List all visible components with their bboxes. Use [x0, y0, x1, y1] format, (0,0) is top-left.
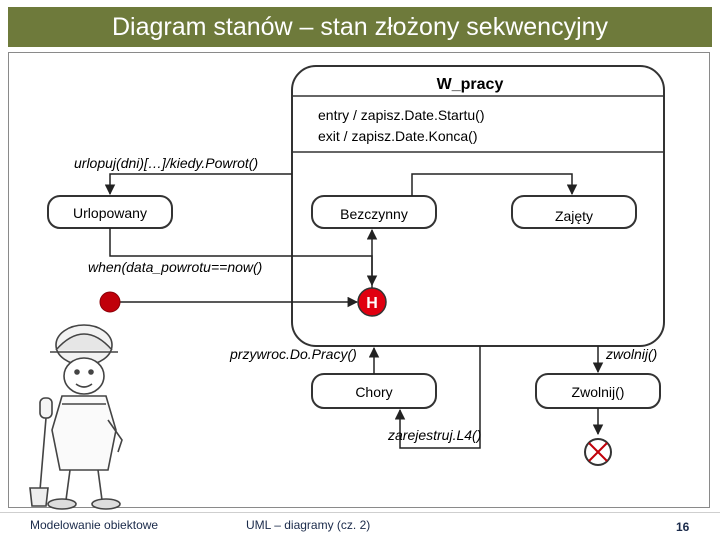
transition-urlopuj-line	[104, 173, 292, 196]
transition-przywroc-label: przywroc.Do.Pracy()	[229, 346, 357, 362]
state-zajety	[511, 195, 637, 229]
footer-center: UML – diagramy (cz. 2)	[246, 518, 371, 532]
state-bezczynny-label: Bezczynny	[340, 206, 408, 222]
initial-state	[99, 291, 121, 313]
transition-when-label: when(data_powrotu==now()	[88, 259, 262, 275]
transition-bezczynny-zajety	[411, 173, 578, 196]
history-state-label: H	[366, 295, 378, 312]
page-title: Diagram stanów – stan złożony sekwencyjn…	[8, 7, 712, 47]
composite-name: W_pracy	[437, 76, 504, 93]
transition-zwolnij-label: zwolnij()	[605, 346, 657, 362]
composite-state-w-pracy	[291, 65, 665, 347]
footer-left: Modelowanie obiektowe	[30, 518, 159, 532]
final-state-cross-2	[588, 442, 608, 462]
transition-urlopuj-label: urlopuj(dni)[…]/kiedy.Powrot()	[74, 155, 258, 171]
state-chory-label: Chory	[355, 384, 392, 400]
footer-separator	[0, 512, 720, 513]
worker-illustration	[29, 324, 123, 510]
exit-action: exit / zapisz.Date.Konca()	[318, 128, 478, 144]
transition-zarejestruj-label: zarejestruj.L4()	[387, 427, 481, 443]
state-zwolnij-label: Zwolnij()	[572, 384, 625, 400]
history-state	[357, 287, 387, 317]
diagram-frame	[8, 52, 710, 508]
state-zajety-label: Zajęty	[555, 208, 593, 224]
state-urlopowany-label: Urlopowany	[73, 205, 147, 221]
entry-action: entry / zapisz.Date.Startu()	[318, 107, 485, 123]
page-number: 16	[676, 520, 690, 534]
transition-zarejestruj-line	[394, 346, 481, 449]
state-bezczynny	[311, 195, 437, 229]
